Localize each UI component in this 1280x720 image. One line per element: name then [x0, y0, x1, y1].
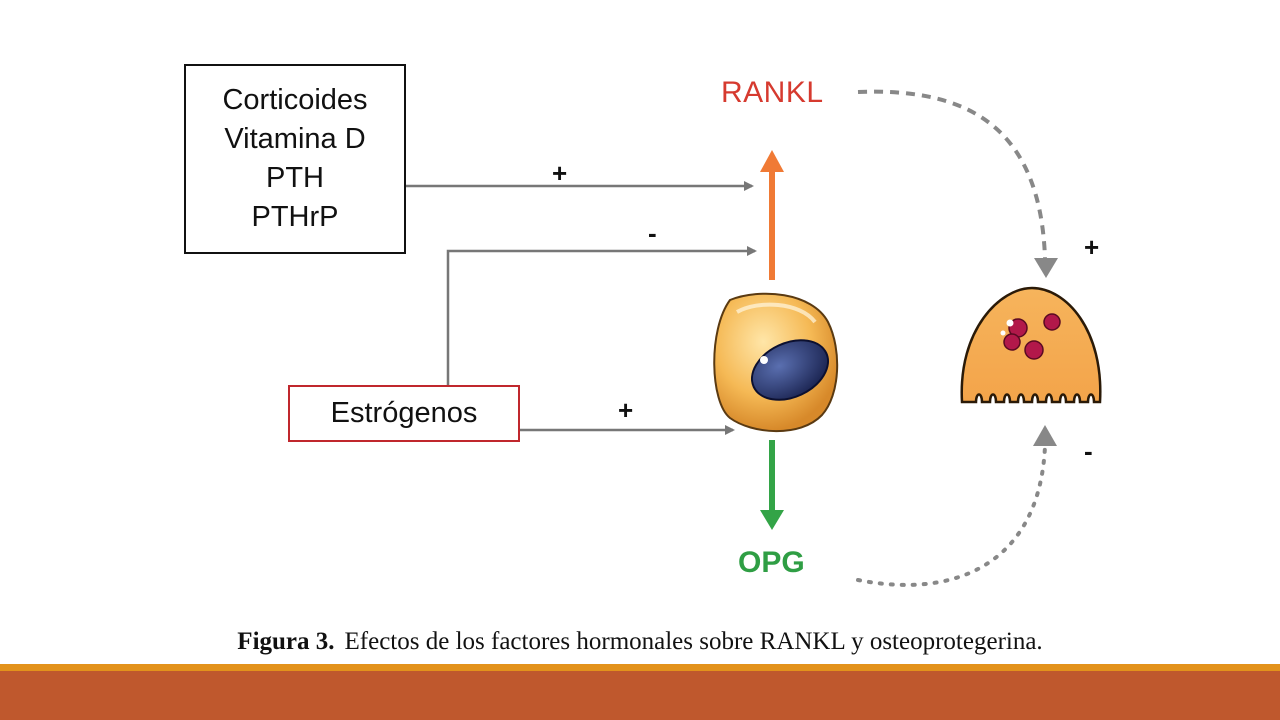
hormone-factors-box: Corticoides Vitamina D PTH PTHrP: [184, 64, 406, 254]
figure-caption: Figura 3. Efectos de los factores hormona…: [0, 628, 1280, 656]
sign-estrogen-to-cell: +: [618, 395, 634, 425]
rankl-to-osteoclast-dashed: [857, 89, 1047, 259]
opg-dotted-arrowhead: [1033, 425, 1057, 446]
hormone-line-pthrp: PTHrP: [251, 201, 339, 233]
figure-label: Figura 3.: [237, 628, 335, 655]
arrow-estrogen-to-rankl: [446, 246, 757, 385]
estrogen-label: Estrógenos: [330, 397, 478, 429]
caption-text: Efectos de los factores hormonales sobre…: [344, 628, 1043, 655]
sign-rankl-to-osteoclast: +: [1084, 232, 1100, 262]
opg-arrowhead: [760, 510, 784, 530]
hormone-line-vitamina-d: Vitamina D: [224, 123, 366, 155]
rankl-dashed-arrowhead: [1034, 258, 1058, 278]
osteoclast-cell-icon: [960, 286, 1102, 404]
sign-hormones-to-cell: +: [552, 158, 568, 188]
footer-accent-stripe: [0, 664, 1280, 671]
estrogen-box: Estrógenos: [288, 385, 520, 442]
sign-opg-to-osteoclast: -: [1084, 436, 1093, 466]
rankl-label: RANKL: [721, 76, 824, 109]
hormone-line-pth: PTH: [266, 162, 324, 194]
osteoblast-cell-icon: [713, 292, 839, 433]
rankl-arrowhead: [760, 150, 784, 172]
sign-estrogen-to-rankl: -: [648, 218, 657, 248]
footer-band: [0, 671, 1280, 720]
hormone-line-corticoides: Corticoides: [222, 84, 368, 116]
opg-to-osteoclast-dotted: [856, 444, 1047, 587]
opg-label: OPG: [738, 546, 805, 579]
